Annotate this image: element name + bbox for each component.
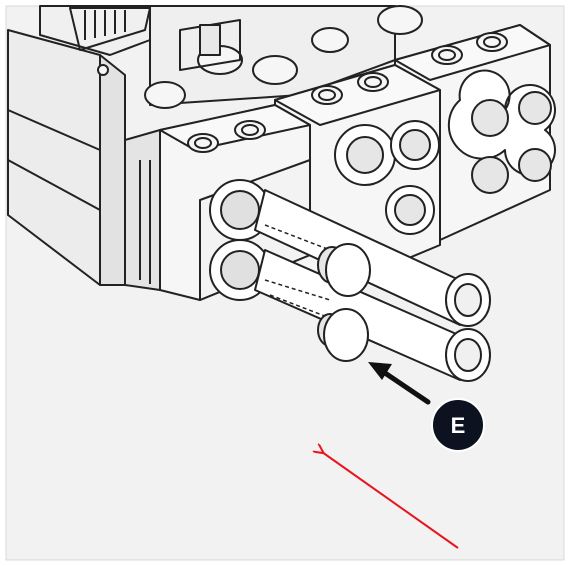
red-arrow [322,452,459,549]
module-front [124,104,311,301]
terminal-assembly [7,5,556,382]
back-modules [144,5,423,109]
callout-label: E [451,413,466,438]
plug-guides [264,224,331,319]
callout-marker: E [431,398,485,452]
black-arrow [368,362,431,405]
blanking-plug-upper [317,243,371,297]
housing-left [7,5,151,286]
blanking-plug-lower [317,308,369,362]
